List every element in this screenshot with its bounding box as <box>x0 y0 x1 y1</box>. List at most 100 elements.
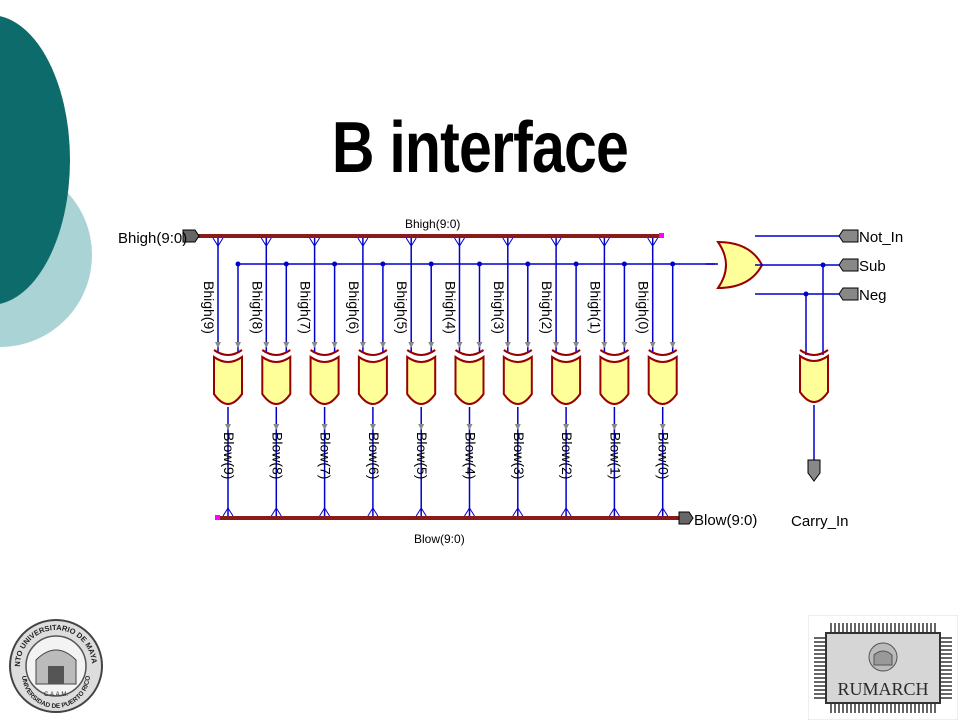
arrow-icon <box>611 424 618 430</box>
xor-arc <box>310 349 340 356</box>
chip-pin <box>842 623 844 633</box>
bit-input-label: Bhigh(0) <box>636 281 652 334</box>
port-not-in-label: Not_In <box>859 229 903 246</box>
wire-junction <box>573 261 579 267</box>
chip-pin <box>902 623 904 633</box>
arrow-icon <box>669 342 676 348</box>
wire-junction <box>428 261 434 267</box>
arrow-icon <box>359 342 366 348</box>
bit-output-label: Blow(5) <box>414 432 430 479</box>
bus-tap-icon <box>357 237 369 247</box>
port-carry-in-icon <box>807 459 821 482</box>
arrow-icon <box>379 342 386 348</box>
arrow-icon <box>428 342 435 348</box>
arrow-icon <box>273 424 280 430</box>
bus-tap-icon <box>222 507 234 517</box>
xor-arc <box>454 349 485 356</box>
uprm-seal-logo: RECINTO UNIVERSITARIO DE MAYAGÜEZ UNIVER… <box>8 618 103 713</box>
chip-pin <box>902 703 904 713</box>
bus-tap-icon <box>657 507 669 517</box>
chip-pin <box>850 703 852 713</box>
carry-junction-1 <box>803 291 809 297</box>
chip-pin <box>814 693 826 695</box>
wire-junction <box>235 261 241 267</box>
port-sub-icon <box>838 258 859 272</box>
chip-pin <box>886 703 888 713</box>
chip-pin <box>940 661 952 663</box>
chip-pin <box>878 703 880 713</box>
arrow-icon <box>573 342 580 348</box>
chip-pin <box>940 673 952 675</box>
bit-input-label: Bhigh(9) <box>201 281 217 334</box>
xor-gate <box>213 355 243 405</box>
xor-arc <box>648 349 678 356</box>
xor-arc <box>406 349 436 356</box>
or-gate <box>716 240 764 290</box>
arrow-icon <box>563 424 570 430</box>
chip-pin <box>882 703 884 713</box>
chip-pin <box>910 703 912 713</box>
chip-pin <box>854 623 856 633</box>
xor-gate <box>357 355 388 405</box>
chip-pin <box>834 703 836 713</box>
wire-junction <box>283 261 289 267</box>
chip-pin <box>814 649 826 651</box>
chip-pin <box>918 703 920 713</box>
bus-tap-icon <box>260 237 272 247</box>
chip-pin <box>874 623 876 633</box>
chip-pin <box>940 641 952 643</box>
chip-pin <box>842 703 844 713</box>
xor-arc <box>213 349 243 356</box>
rumarch-label: RUMARCH <box>837 679 929 699</box>
chip-pin <box>890 623 892 633</box>
arrow-icon <box>621 342 628 348</box>
arrow-icon <box>331 342 338 348</box>
chip-pin <box>814 681 826 683</box>
chip-pin <box>930 623 932 633</box>
chip-pin <box>940 665 952 667</box>
bit-input-label: Bhigh(2) <box>539 281 555 334</box>
bit-input-label: Bhigh(8) <box>249 281 265 334</box>
bus-blow-start-marker <box>215 515 220 520</box>
wire-junction <box>380 261 386 267</box>
chip-pin <box>922 703 924 713</box>
arrow-icon <box>408 342 415 348</box>
bit-output-label: Blow(2) <box>559 432 575 479</box>
chip-pin <box>870 623 872 633</box>
chip-pin <box>850 623 852 633</box>
bus-tap-icon <box>512 507 524 517</box>
arrow-icon <box>601 342 608 348</box>
chip-pin <box>918 623 920 633</box>
chip-pin <box>934 703 936 713</box>
xor-gate <box>502 355 533 405</box>
slide-title: B interface <box>331 108 629 188</box>
xor-arc <box>503 349 533 356</box>
chip-pin <box>940 637 952 639</box>
bus-tap-icon <box>309 237 321 247</box>
chip-pin <box>814 653 826 655</box>
bus-tap-icon <box>367 507 379 517</box>
chip-pin <box>866 703 868 713</box>
chip-pin <box>814 697 826 699</box>
bit-input-label: Bhigh(1) <box>587 281 603 334</box>
xor-arc <box>551 349 581 356</box>
wire-junction <box>621 261 627 267</box>
xor-arc <box>599 349 629 356</box>
arrow-icon <box>215 342 221 348</box>
chip-pin <box>940 645 952 647</box>
chip-pin <box>940 649 952 651</box>
chip-pin <box>940 681 952 683</box>
arrow-icon <box>321 424 328 430</box>
bit-output-label: Blow(8) <box>269 432 285 479</box>
chip-pin <box>846 623 848 633</box>
bus-tap-icon <box>608 507 620 517</box>
chip-pin <box>838 703 840 713</box>
chip-pin <box>940 685 952 687</box>
xor-arc <box>358 349 388 356</box>
bus-tap-icon <box>502 237 514 247</box>
port-bhigh-in-icon <box>182 229 200 243</box>
chip-pin <box>866 623 868 633</box>
xor-gate <box>406 355 437 405</box>
xor-gate <box>454 355 485 405</box>
chip-pin <box>858 703 860 713</box>
